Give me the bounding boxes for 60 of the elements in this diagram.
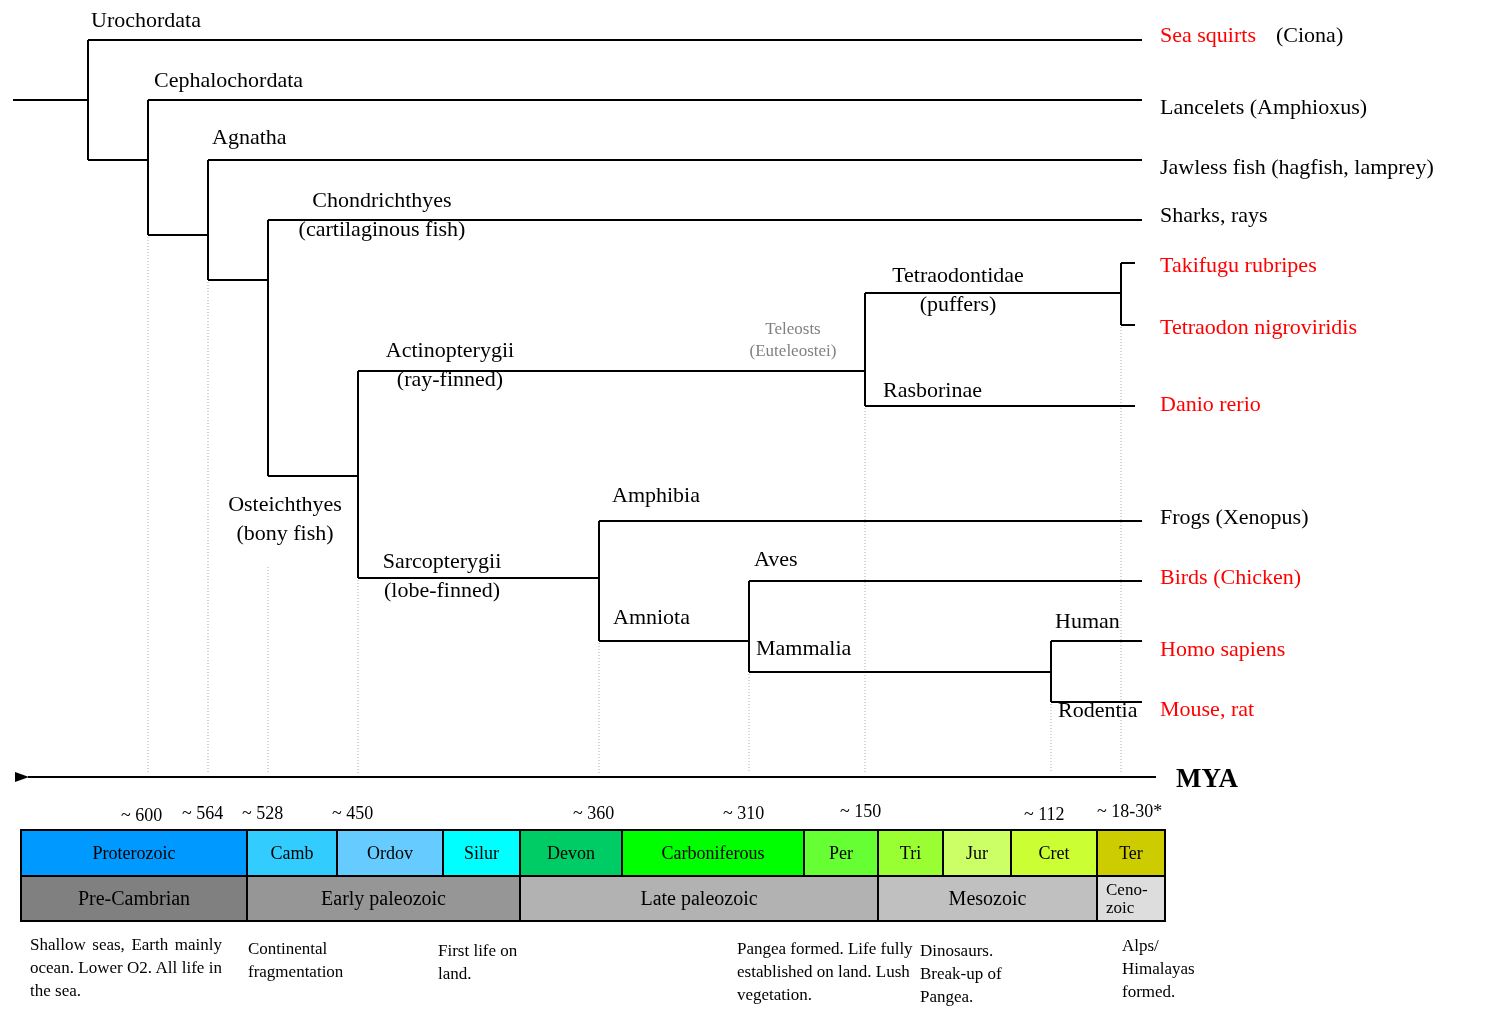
era-cell: Late paleozoic [519, 875, 879, 922]
clade-label: Amphibia [612, 481, 700, 509]
species-label: Jawless fish (hagfish, lamprey) [1160, 153, 1434, 181]
species-label: Takifugu rubripes [1160, 251, 1317, 279]
species-label: Frogs (Xenopus) [1160, 503, 1309, 531]
age-label: ~ 450 [332, 802, 374, 825]
period-cell: Tri [877, 829, 944, 877]
clade-label: Sarcopterygii (lobe-finned) [381, 547, 503, 604]
clade-label: Teleosts (Euteleostei) [748, 318, 838, 363]
age-label: ~ 310 [723, 802, 765, 825]
clade-label: Agnatha [212, 123, 287, 151]
period-cell: Cret [1010, 829, 1098, 877]
clade-label: Amniota [613, 603, 690, 631]
age-label: ~ 360 [573, 802, 615, 825]
clade-label: Chondrichthyes (cartilaginous fish) [297, 186, 467, 243]
age-label: ~ 112 [1024, 803, 1065, 826]
species-label: Birds (Chicken) [1160, 563, 1302, 591]
age-label: ~ 600 [121, 804, 163, 827]
species-label: Sea squirts [1160, 21, 1256, 49]
period-cell: Proterozoic [20, 829, 248, 877]
era-cell: Early paleozoic [246, 875, 521, 922]
age-label: ~ 150 [840, 800, 882, 823]
period-cell: Carboniferous [621, 829, 805, 877]
period-cell: Devon [519, 829, 623, 877]
clade-label: Human [1055, 607, 1120, 635]
age-label: ~ 528 [242, 802, 284, 825]
species-label: Mouse, rat [1160, 695, 1255, 723]
period-cell: Jur [942, 829, 1012, 877]
species-label: Homo sapiens [1160, 635, 1286, 663]
period-cell: Ordov [336, 829, 444, 877]
axis-label: MYA [1176, 762, 1238, 795]
species-label: (Ciona) [1276, 21, 1344, 49]
age-label: ~ 18-30* [1097, 800, 1163, 823]
era-cell: Pre-Cambrian [20, 875, 248, 922]
era-cell: Ceno- zoic [1096, 875, 1166, 922]
species-label: Danio rerio [1160, 390, 1261, 418]
note-text: Alps/ Himalayas formed. [1122, 935, 1196, 1003]
note-text: First life on land. [438, 940, 518, 985]
species-label: Lancelets (Amphioxus) [1160, 93, 1368, 121]
note-text: Continental fragmentation [248, 938, 345, 983]
age-label: ~ 564 [182, 802, 224, 825]
era-cell: Mesozoic [877, 875, 1098, 922]
note-text: Shallow seas, Earth mainly ocean. Lower O2. All life in the sea. [30, 934, 222, 1002]
clade-label: Tetraodontidae (puffers) [891, 261, 1025, 318]
clade-label: Urochordata [91, 6, 201, 34]
period-cell: Per [803, 829, 879, 877]
clade-label: Osteichthyes (bony fish) [227, 490, 343, 547]
clade-label: Cephalochordata [154, 66, 304, 94]
species-label: Sharks, rays [1160, 201, 1268, 229]
clade-label: Mammalia [756, 634, 852, 662]
note-text: Pangea formed. Life fully established on land. Lush vegetation. [737, 938, 913, 1006]
species-label: Tetraodon nigroviridis [1160, 313, 1358, 341]
clade-label: Rodentia [1058, 696, 1138, 724]
clade-label: Aves [754, 545, 798, 573]
note-text: Dinosaurs. Break-up of Pangea. [920, 940, 1003, 1008]
clade-label: Rasborinae [883, 376, 982, 404]
period-cell: Silur [442, 829, 521, 877]
period-cell: Camb [246, 829, 338, 877]
period-cell: Ter [1096, 829, 1166, 877]
clade-label: Actinopterygii (ray-finned) [384, 336, 516, 393]
